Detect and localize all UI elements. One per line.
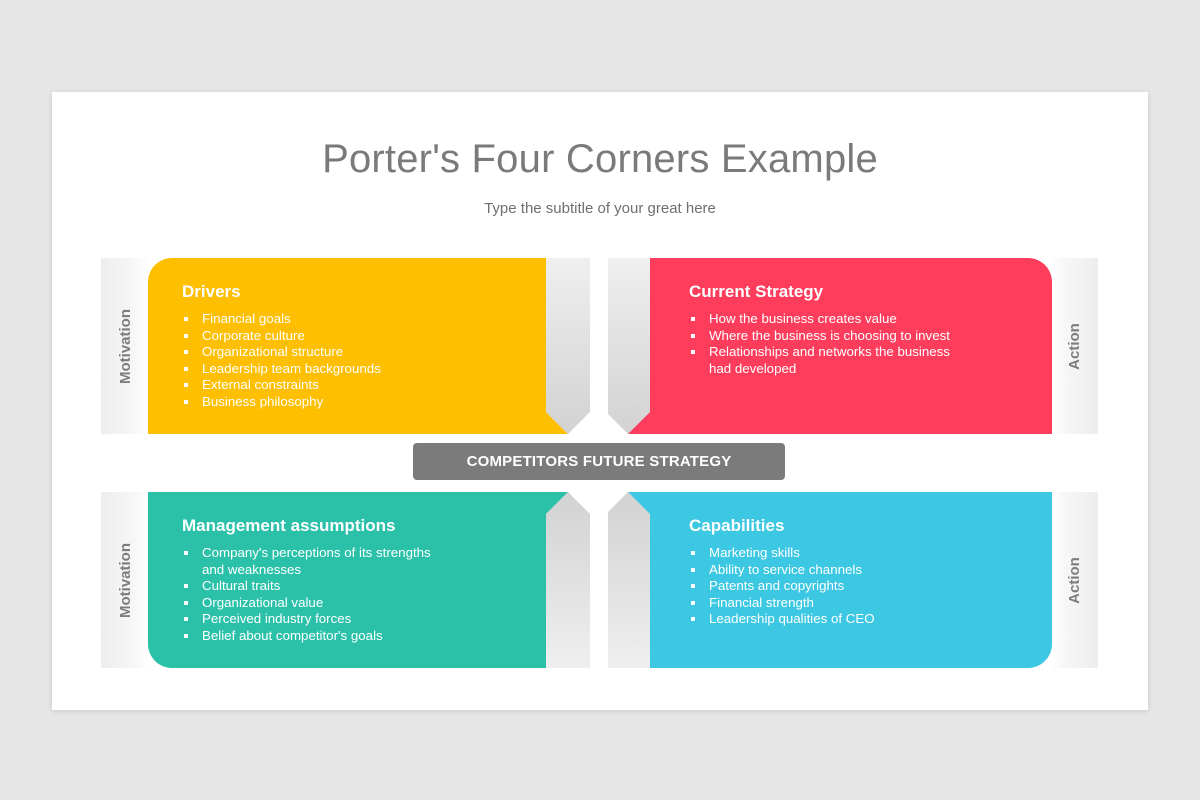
- capabilities-list: Marketing skills Ability to service chan…: [689, 545, 875, 628]
- center-bar-label: COMPETITORS FUTURE STRATEGY: [466, 453, 732, 470]
- list-item: Leadership qualities of CEO: [689, 611, 875, 628]
- management-assumptions-fill: [148, 492, 568, 668]
- management-assumptions-card-shape: [148, 492, 590, 668]
- drivers-card: Drivers Financial goals Corporate cultur…: [148, 258, 598, 434]
- list-item: Ability to service channels: [689, 562, 875, 579]
- action-label: Action: [1065, 322, 1083, 370]
- drivers-title: Drivers: [182, 282, 241, 301]
- list-item: Organizational structure: [182, 344, 381, 361]
- list-item: Financial strength: [689, 595, 875, 612]
- capabilities-title: Capabilities: [689, 516, 785, 535]
- motivation-label: Motivation: [116, 308, 134, 384]
- motivation-tab-bottom: Motivation: [101, 492, 149, 668]
- management-assumptions-arrow: [546, 492, 590, 668]
- list-item: Patents and copyrights: [689, 578, 875, 595]
- action-label: Action: [1065, 556, 1083, 604]
- management-assumptions-card: Management assumptions Company's percept…: [148, 492, 598, 668]
- competitors-future-strategy-bar: COMPETITORS FUTURE STRATEGY: [413, 443, 785, 480]
- list-item: Corporate culture: [182, 328, 381, 345]
- list-item: Financial goals: [182, 311, 381, 328]
- motivation-tab-top: Motivation: [101, 258, 149, 434]
- list-item: How the business creates value: [689, 311, 950, 328]
- current-strategy-arrow: [608, 258, 650, 434]
- motivation-label: Motivation: [116, 542, 134, 618]
- capabilities-card-shape: [608, 492, 1052, 668]
- list-item: Perceived industry forces: [182, 611, 431, 628]
- current-strategy-fill: [628, 258, 1052, 434]
- action-tab-top: Action: [1050, 258, 1098, 434]
- list-item: Cultural traits: [182, 578, 431, 595]
- list-item: Marketing skills: [689, 545, 875, 562]
- management-assumptions-list: Company's perceptions of its strengths a…: [182, 545, 431, 645]
- slide-title: Porter's Four Corners Example: [322, 137, 878, 181]
- capabilities-card: Capabilities Marketing skills Ability to…: [602, 492, 1052, 668]
- list-item: Belief about competitor's goals: [182, 628, 431, 645]
- capabilities-fill: [628, 492, 1052, 668]
- current-strategy-title: Current Strategy: [689, 282, 824, 301]
- action-tab-bottom: Action: [1050, 492, 1098, 668]
- list-item: Organizational value: [182, 595, 431, 612]
- current-strategy-list: How the business creates value Where the…: [689, 311, 950, 377]
- slide-subtitle: Type the subtitle of your great here: [484, 200, 716, 217]
- current-strategy-card-shape: [608, 258, 1052, 434]
- list-item: Leadership team backgrounds: [182, 361, 381, 378]
- management-assumptions-title: Management assumptions: [182, 516, 396, 535]
- capabilities-arrow: [608, 492, 650, 668]
- drivers-list: Financial goals Corporate culture Organi…: [182, 311, 381, 411]
- drivers-fill: [148, 258, 568, 434]
- list-item: Relationships and networks the business …: [689, 344, 950, 377]
- list-item: Where the business is choosing to invest: [689, 328, 950, 345]
- list-item: Company's perceptions of its strengths a…: [182, 545, 431, 578]
- drivers-arrow: [546, 258, 590, 434]
- list-item: External constraints: [182, 377, 381, 394]
- current-strategy-card: Current Strategy How the business create…: [602, 258, 1052, 434]
- drivers-card-shape: [148, 258, 590, 434]
- list-item: Business philosophy: [182, 394, 381, 411]
